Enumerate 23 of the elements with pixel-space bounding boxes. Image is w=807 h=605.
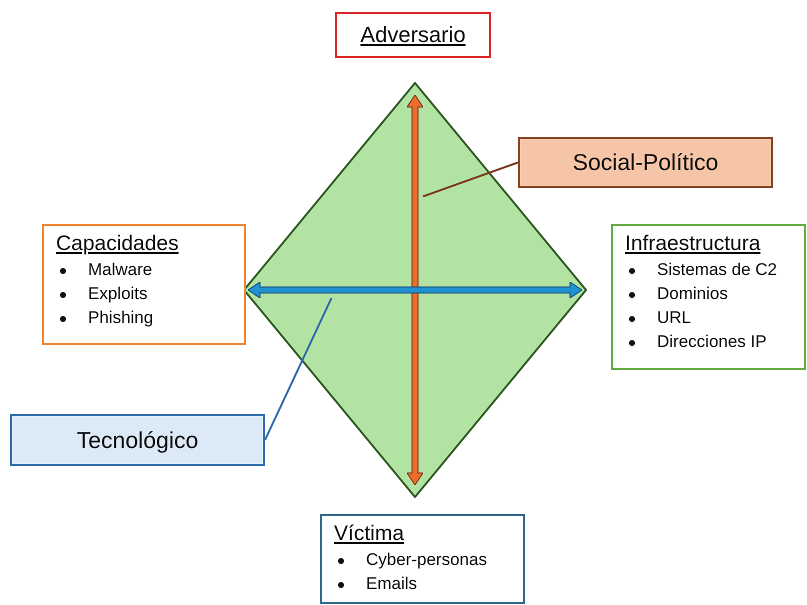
node-label: Social-Político xyxy=(572,149,718,176)
list-item: Emails xyxy=(366,574,418,593)
list-item: Direcciones IP xyxy=(657,332,767,351)
list-item: Malware xyxy=(88,260,152,279)
box-heading: Víctima xyxy=(334,522,404,546)
text-box xyxy=(335,12,491,58)
text-box xyxy=(518,137,773,188)
list-item: URL xyxy=(657,308,692,327)
list-item: Cyber-personas xyxy=(366,550,487,569)
list-item: Dominios xyxy=(657,284,728,303)
list-item: Phishing xyxy=(88,308,154,327)
list-item: Exploits xyxy=(88,284,148,303)
text-box xyxy=(320,514,525,604)
leader-line xyxy=(422,162,518,198)
text-box xyxy=(611,224,806,370)
box-heading: Infraestructura xyxy=(625,232,760,256)
leader-line xyxy=(264,298,332,440)
box-heading: Capacidades xyxy=(56,232,179,256)
text-box xyxy=(10,414,265,466)
text-box xyxy=(42,224,246,345)
list-item: Sistemas de C2 xyxy=(657,260,777,279)
node-label: Tecnológico xyxy=(76,426,198,454)
node-label: Adversario xyxy=(360,22,466,48)
